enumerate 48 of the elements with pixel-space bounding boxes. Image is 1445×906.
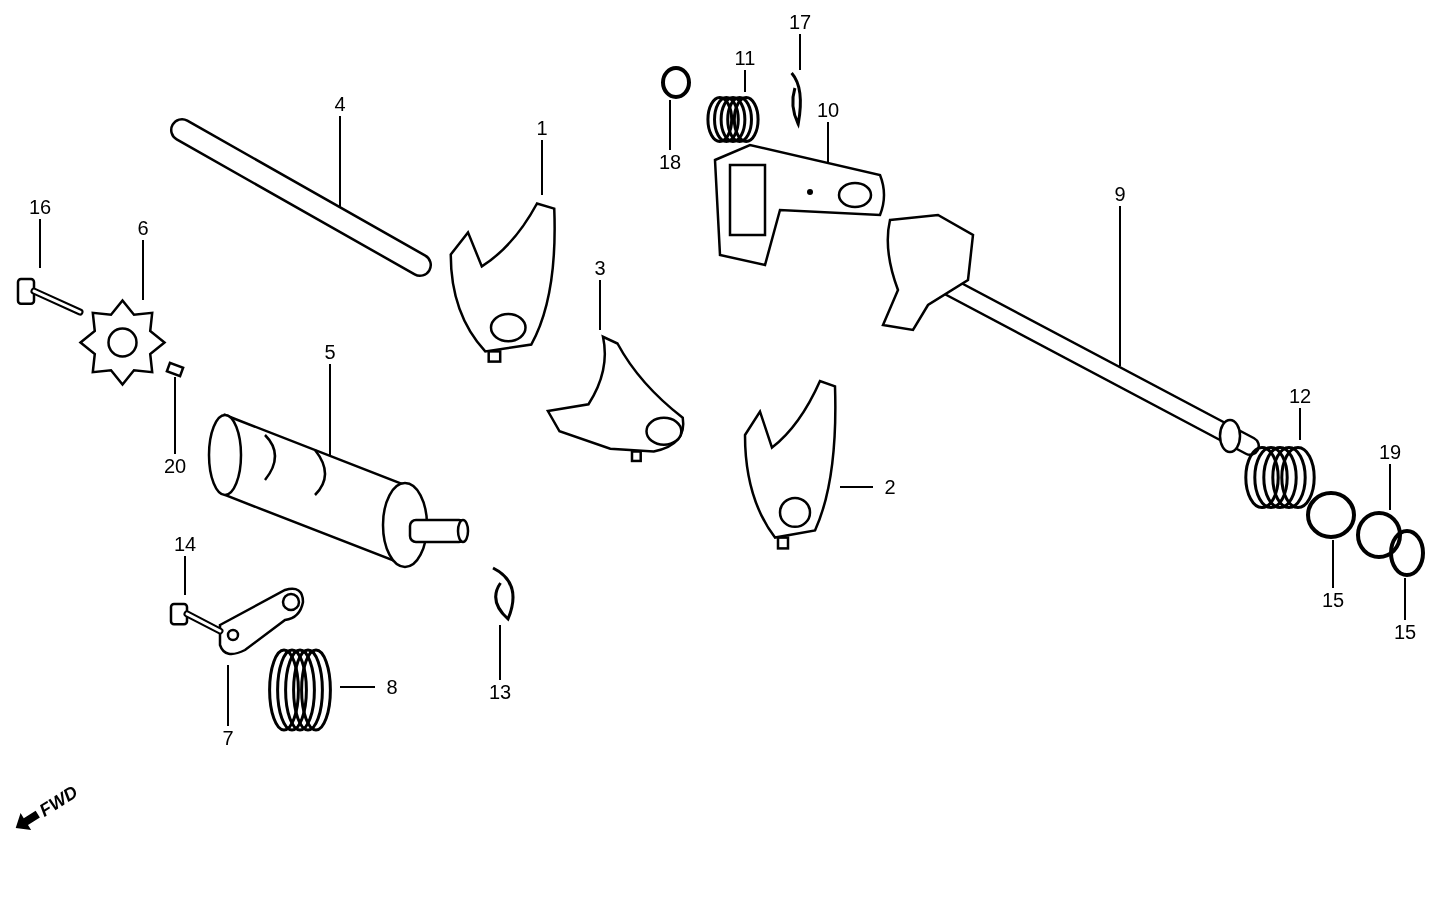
star-plate-drawing — [80, 300, 165, 385]
leader-line — [744, 69, 746, 93]
leader-line — [39, 218, 41, 269]
callout-number: 12 — [1283, 384, 1317, 408]
leader-line — [184, 555, 186, 596]
leader-line — [839, 486, 874, 488]
leader-line — [499, 624, 501, 681]
callout-number: 10 — [811, 98, 845, 122]
callout-number: 2 — [873, 475, 907, 499]
callout-number: 9 — [1103, 182, 1137, 206]
callout-number: 15 — [1316, 588, 1350, 612]
leader-line — [1299, 407, 1301, 441]
callout-number: 7 — [211, 726, 245, 750]
callout-number: 20 — [158, 454, 192, 478]
callout-number: 18 — [653, 150, 687, 174]
callout-number: 11 — [728, 46, 762, 70]
callout-number: 1 — [525, 116, 559, 140]
direction-label: FWD — [35, 781, 82, 821]
washer-drawing — [1305, 490, 1357, 540]
callout-number: 17 — [783, 10, 817, 34]
callout-number: 3 — [583, 256, 617, 280]
washer-drawing — [1355, 510, 1403, 560]
leader-line — [799, 33, 801, 71]
callout-number: 15 — [1388, 620, 1422, 644]
leader-line — [339, 686, 376, 688]
leader-line — [1404, 577, 1406, 621]
leader-line — [1119, 205, 1121, 367]
leader-line — [339, 115, 341, 209]
washer-drawing — [660, 65, 692, 100]
callout-number: 16 — [23, 195, 57, 219]
callout-number: 14 — [168, 532, 202, 556]
leader-line — [541, 139, 543, 196]
leader-line — [669, 99, 671, 151]
callout-number: 5 — [313, 340, 347, 364]
callout-number: 8 — [375, 675, 409, 699]
callout-number: 4 — [323, 92, 357, 116]
callout-number: 6 — [126, 216, 160, 240]
leader-line — [227, 664, 229, 727]
leader-line — [1332, 539, 1334, 589]
pin-drawing — [165, 362, 185, 377]
leader-line — [1389, 463, 1391, 511]
fork-shaft-drawing — [172, 120, 430, 275]
callout-number: 13 — [483, 680, 517, 704]
leader-line — [174, 376, 176, 455]
leader-line — [599, 279, 601, 331]
washer-drawing — [1388, 528, 1426, 578]
leader-line — [142, 239, 144, 301]
callout-number: 19 — [1373, 440, 1407, 464]
